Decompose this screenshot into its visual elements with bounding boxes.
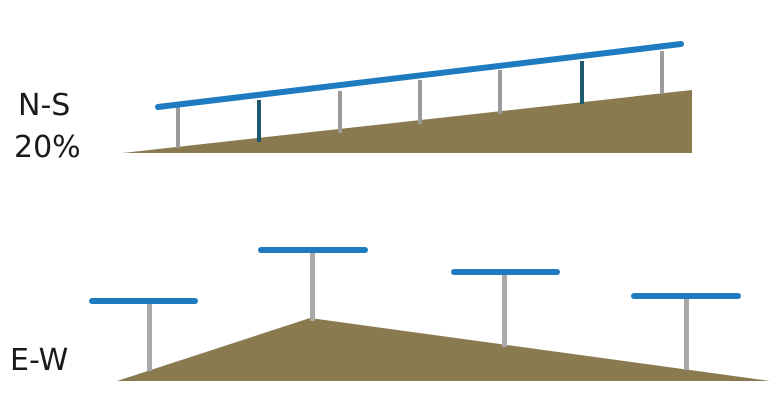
ns-direction-label: N-S [18,88,71,123]
ew-post [684,296,689,370]
ns-post-dark [580,61,584,104]
ew-post [147,302,152,371]
ew-ground-hill [117,318,770,381]
ns-post [498,70,502,114]
ns-section [122,41,692,153]
ns-post [418,80,422,124]
ew-direction-label: E-W [10,343,69,378]
ew-post [310,251,315,321]
ns-beam [155,41,684,110]
ns-post [176,107,180,148]
ns-post-dark [257,100,261,142]
ns-post [660,51,664,94]
ns-slope-label: 20% [14,130,81,165]
ns-post [338,91,342,133]
ew-section [89,247,770,381]
ew-post [502,273,507,347]
ns-ground-slope [122,90,692,153]
